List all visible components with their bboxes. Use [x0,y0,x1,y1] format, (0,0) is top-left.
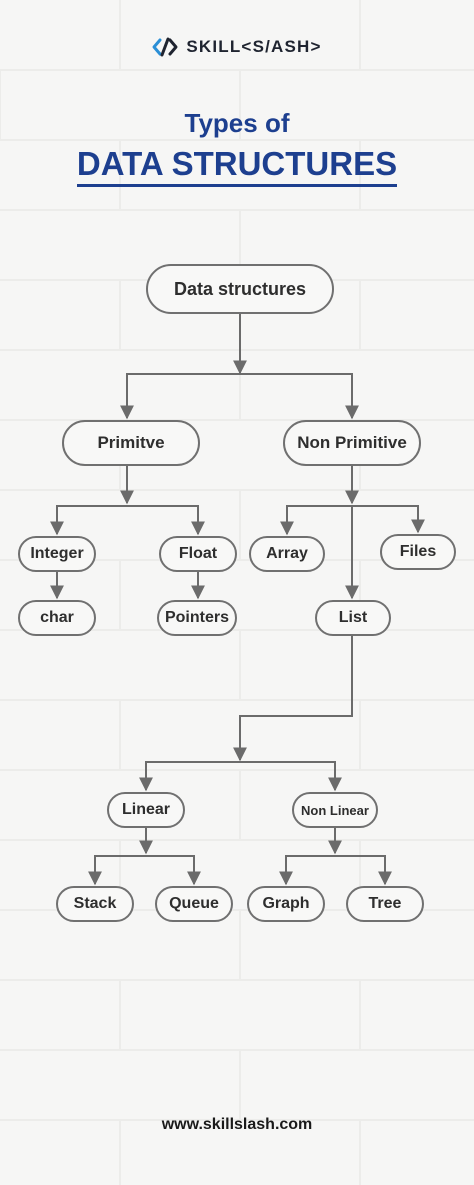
edge-non-linear-graph [279,855,335,886]
node-array: Array [249,536,325,572]
node-stack: Stack [56,886,134,922]
node-pointers: Pointers [157,600,237,636]
edge-primitive-float [127,505,205,536]
node-non-linear: Non Linear [292,792,378,828]
edge-non-primitive-files [352,505,425,534]
footer-website: www.skillslash.com [161,1116,313,1133]
edge-list-down [233,636,353,762]
edge-linear-queue [146,855,201,886]
edge-list-non-linear [240,761,342,792]
edge-linear-stack [88,855,146,886]
node-integer: Integer [18,536,96,572]
node-linear: Linear [107,792,185,828]
node-list: List [315,600,391,636]
edge-root-primitive [120,373,240,420]
node-non-primitive: Non Primitive [283,420,421,466]
edge-list-linear [139,761,240,792]
node-files: Files [380,534,456,570]
brand-logo: SKILL<S/ASH> [0,34,474,60]
edge-primitive-integer [50,505,127,536]
node-graph: Graph [247,886,325,922]
node-primitive: Primitve [62,420,200,466]
title-line-2-text: DATA STRUCTURES [76,145,398,187]
code-slash-icon [152,37,178,57]
title-line-2: DATA STRUCTURES [0,145,474,187]
node-queue: Queue [155,886,233,922]
node-tree: Tree [346,886,424,922]
node-data-structures: Data structures [146,264,334,314]
edge-root-non-primitive [240,373,359,420]
node-float: Float [159,536,237,572]
node-char: char [18,600,96,636]
edge-non-primitive-array [280,505,352,536]
title-line-1: Types of [184,108,290,138]
edge-non-linear-tree [335,855,392,886]
brand-name: SKILL<S/ASH> [186,37,322,56]
